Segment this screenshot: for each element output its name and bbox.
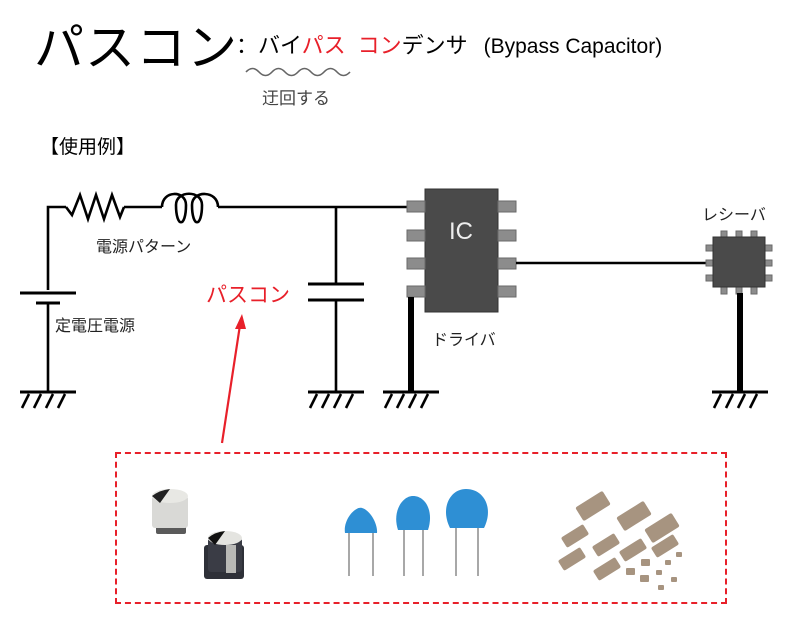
receiver-pin (705, 259, 714, 267)
ic-driver-pins (406, 200, 517, 298)
wavy-underline (245, 67, 351, 77)
regulator-label: 定電圧電源 (55, 316, 136, 335)
example-heading: 【使用例】 (40, 136, 136, 158)
ic-pin (406, 200, 426, 213)
detour-annotation: 迂回する (262, 89, 330, 109)
ground-symbol-regulator (20, 390, 76, 409)
ic-pin (497, 229, 517, 242)
subtitle-part-bai: バイ (258, 34, 302, 59)
subtitle-colon: ： (236, 34, 259, 59)
subtitle-part-densa: デンサ (401, 34, 468, 59)
subtitle-part-pasu: パス (301, 34, 346, 59)
ic-pin (497, 200, 517, 213)
ic-driver-body (424, 188, 499, 313)
receiver-label: レシーバ (702, 205, 766, 224)
driver-label: ドライバ (432, 330, 496, 349)
page-title: パスコン (34, 19, 238, 77)
ic-pin (406, 285, 426, 298)
ic-pin (497, 285, 517, 298)
ground-symbol-ic (383, 390, 439, 409)
receiver-pin (720, 286, 728, 295)
ground-symbol-capacitor (308, 390, 364, 409)
ground-symbol-receiver (712, 390, 768, 409)
ic-pin (497, 257, 517, 270)
ic-pin (406, 257, 426, 270)
receiver-pins (705, 230, 773, 295)
wire-top-left (46, 205, 66, 290)
arrow-head-icon (235, 314, 246, 329)
bypass-capacitor-label: パスコン (206, 283, 290, 307)
receiver-pin (735, 286, 743, 295)
receiver-pin (705, 274, 714, 282)
arrow-shaft (220, 324, 242, 444)
subtitle-english: (Bypass Capacitor) (483, 35, 663, 58)
receiver-pin (705, 244, 714, 252)
inductor-symbol (160, 192, 220, 224)
chip-capacitor-icon (558, 491, 682, 590)
ceramic-disc-capacitor-icon (344, 489, 488, 576)
ic-pin (406, 229, 426, 242)
subtitle-part-kon: コン (357, 34, 402, 59)
receiver-pin (764, 259, 773, 267)
receiver-pin (764, 274, 773, 282)
resistor-symbol (64, 190, 126, 224)
ic-label: IC (449, 218, 473, 245)
receiver-pin (764, 244, 773, 252)
component-photos-box (115, 452, 727, 604)
power-pattern-label: 電源パターン (96, 237, 192, 256)
receiver-pin (750, 286, 758, 295)
receiver-body (712, 236, 766, 288)
subtitle: ：バイパスコンデンサ (Bypass Capacitor) (236, 32, 662, 62)
electrolytic-capacitor-icon (152, 489, 244, 579)
